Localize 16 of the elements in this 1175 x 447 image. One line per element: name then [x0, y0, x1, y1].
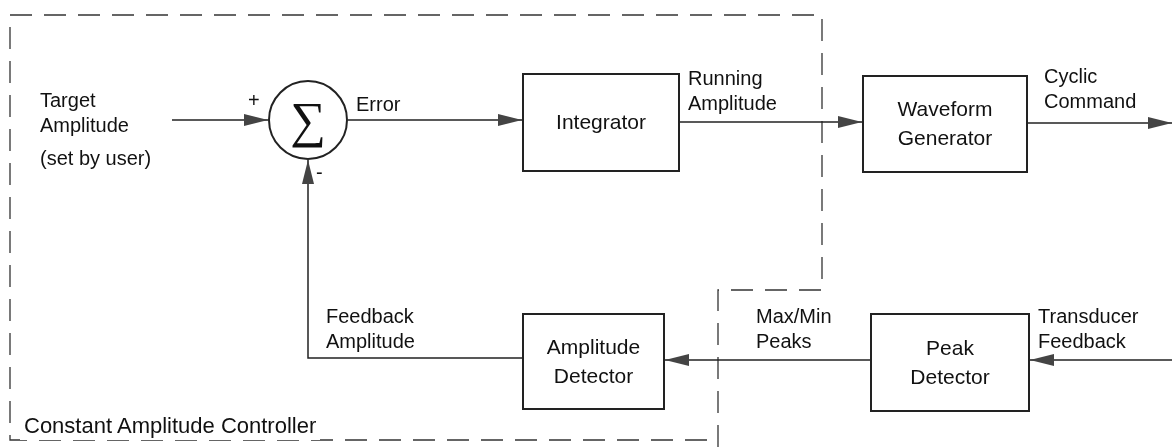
arrow — [347, 114, 523, 126]
arrow — [664, 354, 871, 366]
arrow — [171, 114, 269, 126]
process-box: Amplitude Detector — [522, 313, 665, 410]
input-label: Target Amplitude — [40, 88, 130, 138]
sign-label: - — [316, 162, 323, 182]
arrow — [1027, 117, 1173, 129]
arrow — [1029, 354, 1173, 366]
arrow — [679, 116, 863, 128]
input-label: (set by user) — [40, 146, 153, 171]
process-box: Peak Detector — [870, 313, 1030, 412]
process-box: Integrator — [522, 73, 680, 172]
sign-label: + — [248, 90, 260, 110]
process-box: Waveform Generator — [862, 75, 1028, 173]
summing-junction: ∑ — [268, 80, 348, 160]
arrow — [302, 159, 523, 359]
